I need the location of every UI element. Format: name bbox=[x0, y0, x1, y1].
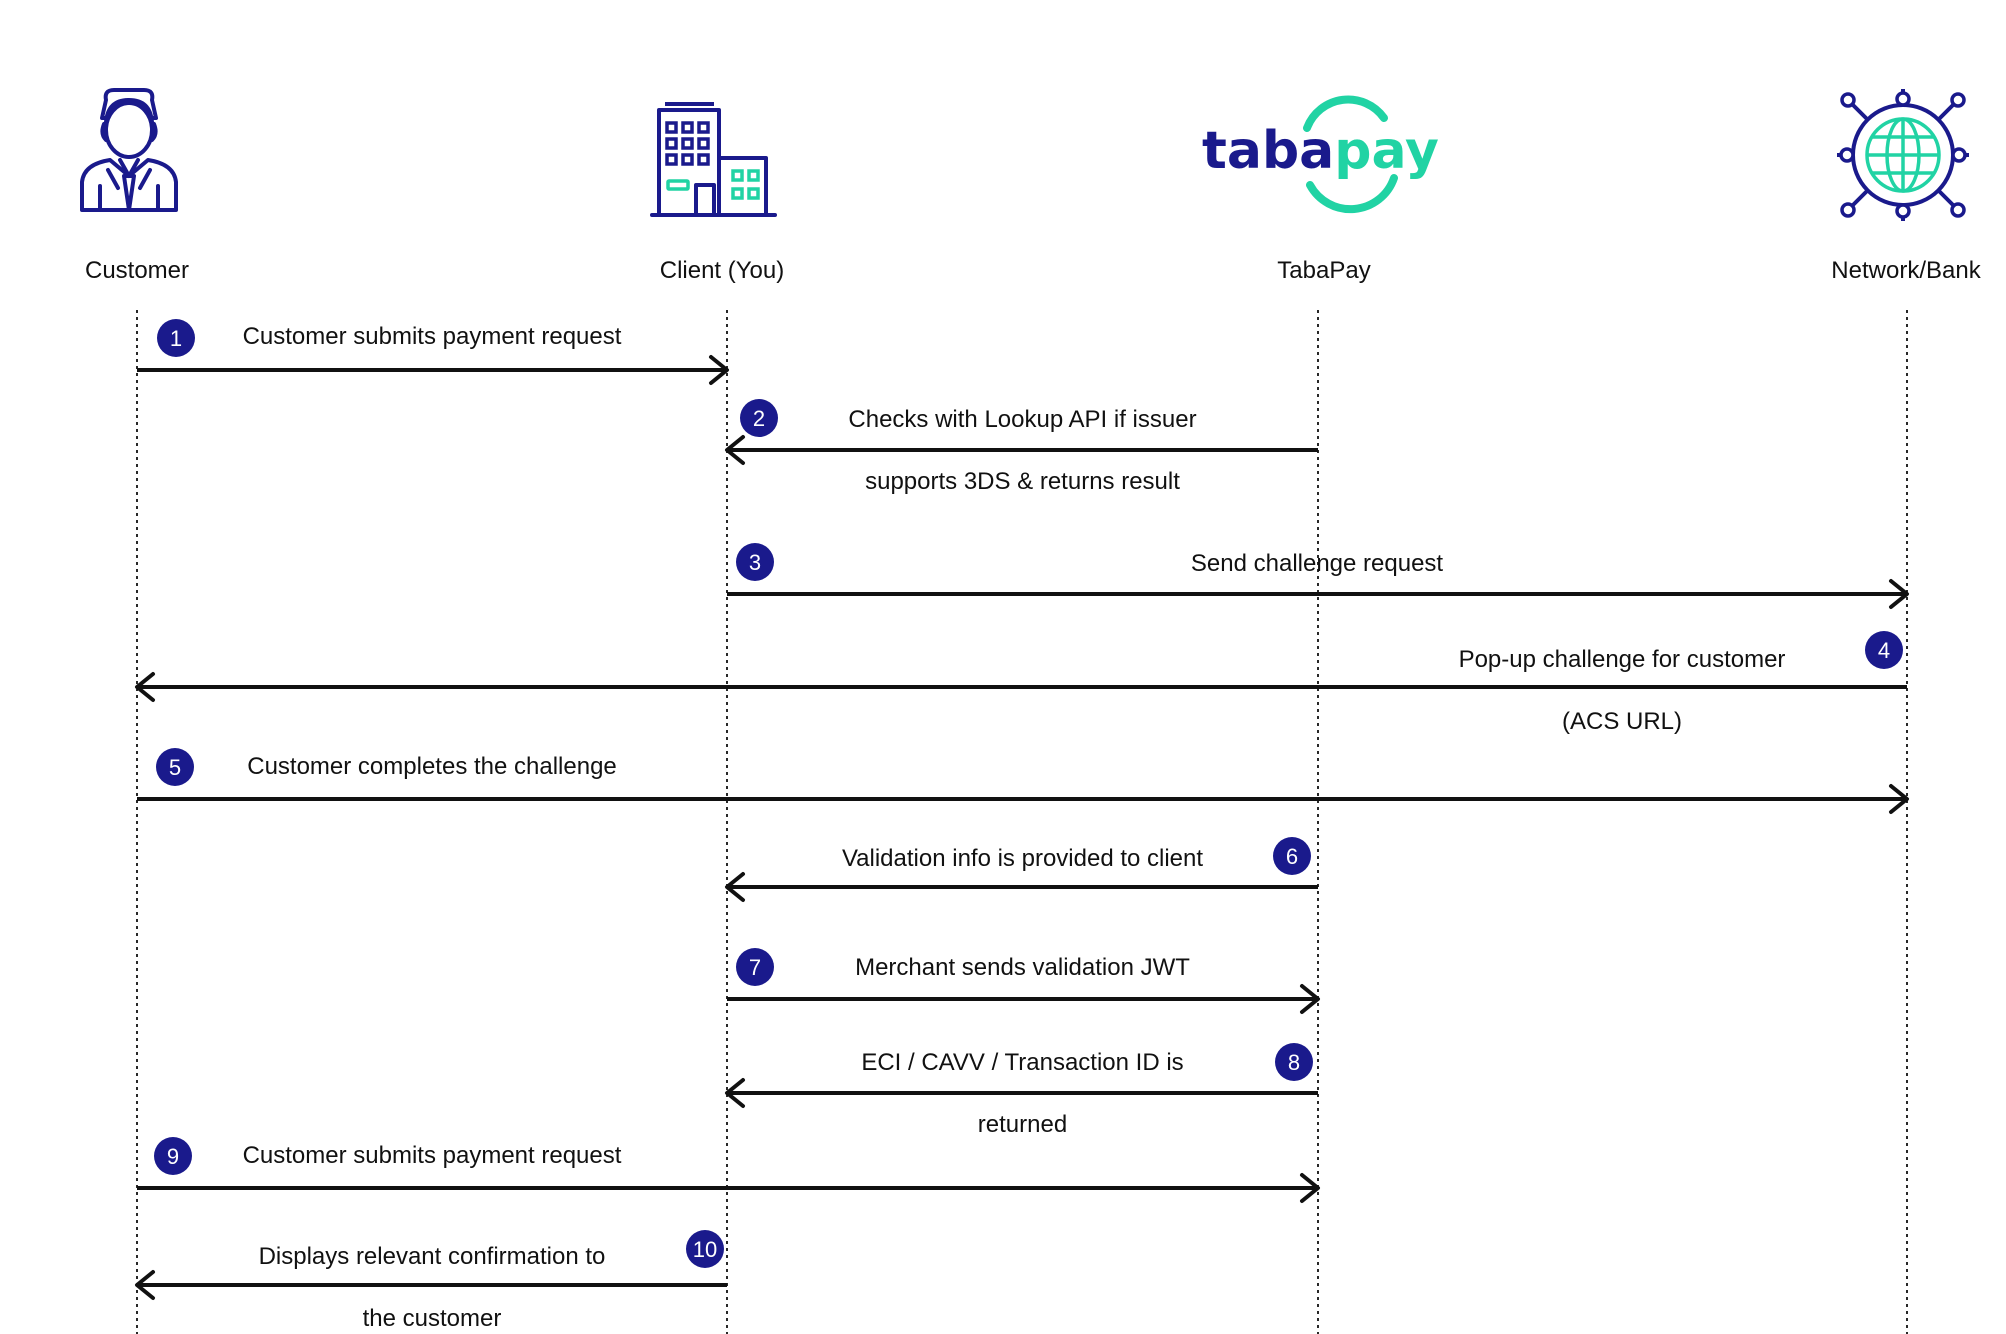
arrowhead bbox=[725, 1078, 745, 1108]
arrowhead bbox=[1300, 1173, 1320, 1203]
step-number: 9 bbox=[167, 1144, 179, 1169]
logo-arc-bottom bbox=[1306, 174, 1398, 214]
message-label: Customer completes the challenge bbox=[247, 753, 617, 780]
message-label: Send challenge request bbox=[1191, 550, 1444, 577]
step-number: 2 bbox=[753, 406, 765, 431]
step-number: 3 bbox=[749, 550, 761, 575]
actor-label-client: Client (You) bbox=[660, 257, 785, 284]
arrowhead bbox=[135, 1270, 155, 1300]
arrowhead bbox=[709, 355, 729, 385]
step-number: 8 bbox=[1288, 1050, 1300, 1075]
step-badge: 5 bbox=[156, 748, 194, 786]
step-number: 4 bbox=[1878, 638, 1890, 663]
step-number: 7 bbox=[749, 955, 761, 980]
arrowhead bbox=[135, 672, 155, 702]
step-badge: 4 bbox=[1865, 631, 1903, 669]
message-8: ECI / CAVV / Transaction ID is returned 8 bbox=[725, 1043, 1318, 1138]
arrowhead bbox=[1889, 579, 1909, 609]
step-badge-circle bbox=[1865, 631, 1903, 669]
step-badge-circle bbox=[1273, 837, 1311, 875]
businessman-icon bbox=[80, 88, 178, 212]
step-badge: 1 bbox=[157, 319, 195, 357]
step-badge-circle bbox=[1275, 1043, 1313, 1081]
step-badge: 10 bbox=[686, 1230, 724, 1268]
message-label: (ACS URL) bbox=[1562, 708, 1682, 735]
message-7: Merchant sends validation JWT 7 bbox=[727, 948, 1320, 1014]
arrowhead bbox=[1300, 984, 1320, 1014]
tabapay-logo: tabapay bbox=[1202, 95, 1439, 214]
message-1: Customer submits payment request 1 bbox=[137, 319, 729, 385]
message-label: the customer bbox=[363, 1305, 502, 1332]
message-10: Displays relevant confirmation to the cus… bbox=[135, 1230, 727, 1332]
message-2: Checks with Lookup API if issuer supports… bbox=[725, 399, 1318, 495]
step-number: 10 bbox=[693, 1237, 717, 1262]
message-label: Pop-up challenge for customer bbox=[1459, 646, 1786, 673]
arrowhead bbox=[1889, 784, 1909, 814]
step-badge: 6 bbox=[1273, 837, 1311, 875]
logo-taba-text: taba bbox=[1202, 121, 1334, 181]
step-badge: 8 bbox=[1275, 1043, 1313, 1081]
message-6: Validation info is provided to client 6 bbox=[725, 837, 1318, 902]
step-badge: 3 bbox=[736, 543, 774, 581]
message-label: returned bbox=[978, 1111, 1067, 1138]
actor-label-customer: Customer bbox=[85, 257, 189, 284]
message-label: Checks with Lookup API if issuer bbox=[848, 406, 1196, 433]
step-badge-circle bbox=[736, 543, 774, 581]
message-3: Send challenge request 3 bbox=[727, 543, 1909, 609]
network-globe-icon bbox=[1837, 89, 1969, 221]
logo-arc-top bbox=[1303, 95, 1388, 132]
arrowhead bbox=[725, 435, 745, 465]
step-number: 6 bbox=[1286, 844, 1298, 869]
message-label: supports 3DS & returns result bbox=[865, 468, 1180, 495]
actor-label-tabapay: TabaPay bbox=[1277, 257, 1370, 284]
step-number: 1 bbox=[170, 326, 182, 351]
step-number: 5 bbox=[169, 755, 181, 780]
step-badge-circle bbox=[686, 1230, 724, 1268]
svg-text:tabapay: tabapay bbox=[1202, 121, 1439, 181]
step-badge-circle bbox=[736, 948, 774, 986]
message-label: Displays relevant confirmation to bbox=[259, 1243, 606, 1270]
arrowhead bbox=[725, 872, 745, 902]
message-5: Customer completes the challenge 5 bbox=[137, 748, 1909, 814]
message-label: ECI / CAVV / Transaction ID is bbox=[861, 1049, 1183, 1076]
step-badge: 7 bbox=[736, 948, 774, 986]
office-building-icon bbox=[650, 102, 777, 217]
message-label: Validation info is provided to client bbox=[842, 845, 1203, 872]
actor-label-network: Network/Bank bbox=[1831, 257, 1981, 284]
step-badge-circle bbox=[156, 748, 194, 786]
message-label: Customer submits payment request bbox=[243, 323, 622, 350]
logo-pay-text: pay bbox=[1334, 121, 1439, 181]
step-badge: 2 bbox=[740, 399, 778, 437]
message-label: Customer submits payment request bbox=[243, 1142, 622, 1169]
step-badge-circle bbox=[740, 399, 778, 437]
step-badge: 9 bbox=[154, 1137, 192, 1175]
message-9: Customer submits payment request 9 bbox=[137, 1137, 1320, 1203]
message-4: Pop-up challenge for customer (ACS URL) 4 bbox=[135, 631, 1907, 735]
message-label: Merchant sends validation JWT bbox=[855, 954, 1190, 981]
step-badge-circle bbox=[157, 319, 195, 357]
step-badge-circle bbox=[154, 1137, 192, 1175]
